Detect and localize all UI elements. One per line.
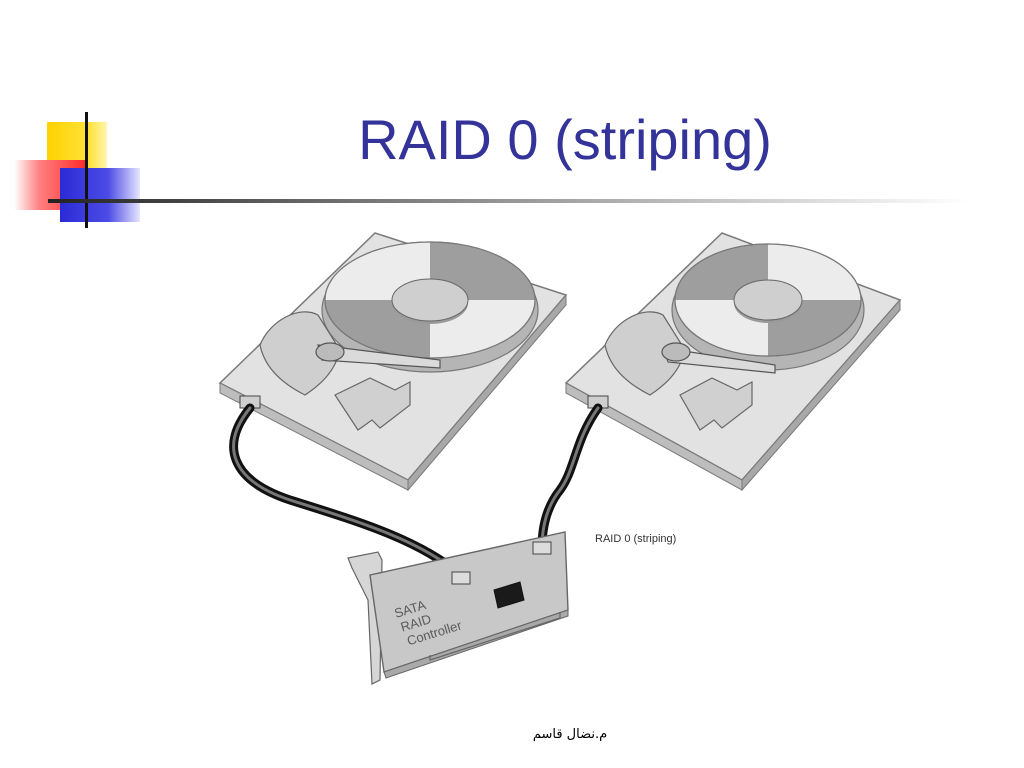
blue-square [60,168,140,222]
decorative-squares [14,112,140,228]
title-underline [48,199,968,203]
hard-drive-left [218,232,568,492]
slide-title: RAID 0 (striping) [358,108,772,171]
sata-cables [229,403,603,581]
raid-controller-card [347,531,569,685]
hard-drive-right [564,232,902,492]
slide-footer: م.نضال قاسم [532,727,608,742]
vertical-rule [85,112,88,228]
figure-caption: RAID 0 (striping) [595,533,676,545]
